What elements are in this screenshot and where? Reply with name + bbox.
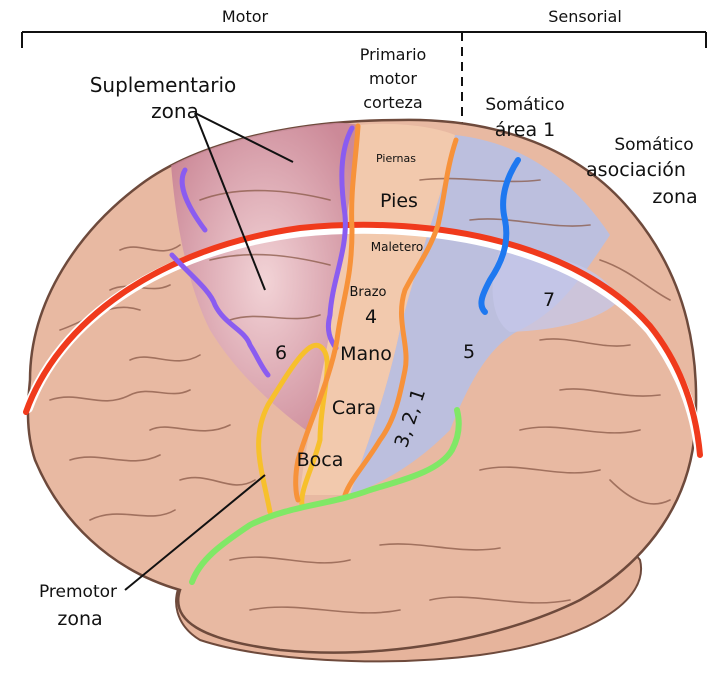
primary-label-3: corteza (363, 93, 422, 112)
legs-label: Piernas (376, 152, 416, 165)
mouth-label: Boca (297, 449, 344, 471)
premotor-label-2: zona (57, 608, 102, 630)
association-label-1: Somático (614, 135, 693, 155)
face-label: Cara (332, 397, 376, 419)
somatic-area-label-1: Somático (485, 95, 564, 115)
feet-label: Pies (380, 190, 418, 212)
premotor-label-1: Premotor (39, 582, 117, 602)
supplementary-label-1: Suplementario (90, 73, 237, 97)
area-7-label: 7 (543, 289, 555, 311)
association-label-3: zona (652, 186, 697, 208)
primary-label-1: Primario (360, 45, 427, 64)
motor-label: Motor (222, 7, 269, 26)
area-4-label: 4 (365, 306, 377, 328)
somatic-area-label-2: área 1 (495, 119, 556, 141)
sensory-label: Sensorial (548, 7, 622, 26)
arm-label: Brazo (349, 285, 386, 300)
trunk-label: Maletero (371, 240, 424, 254)
primary-label-2: motor (369, 69, 417, 88)
association-label-2: asociación (586, 159, 686, 181)
area-5-label: 5 (463, 341, 475, 363)
area-6-label: 6 (275, 342, 287, 364)
hand-label: Mano (340, 343, 392, 365)
brain (28, 120, 696, 661)
supplementary-label-2: zona (151, 99, 199, 123)
